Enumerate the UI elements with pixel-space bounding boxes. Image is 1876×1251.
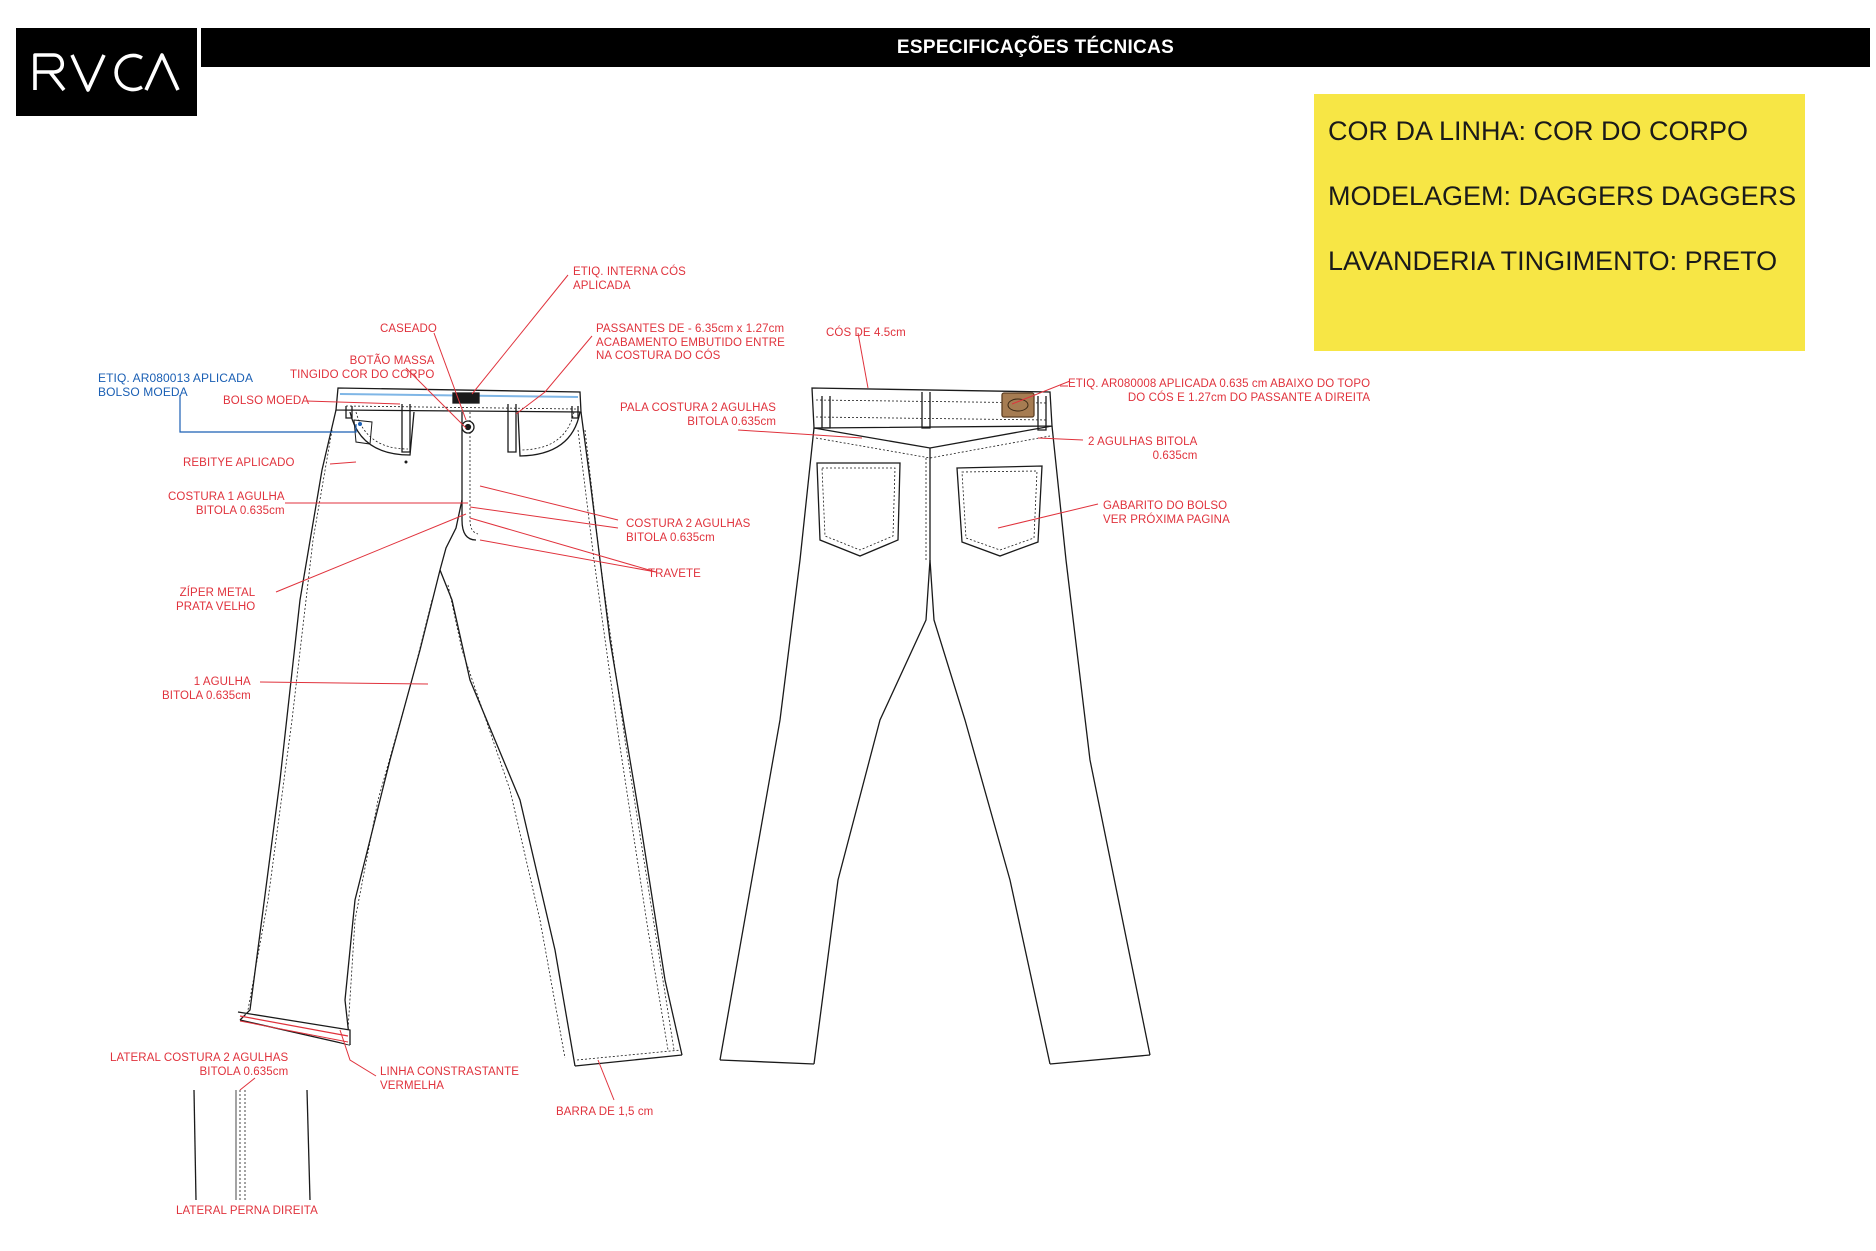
front-jeans-drawing bbox=[237, 387, 683, 1067]
label-barra: BARRA DE 1,5 cm bbox=[556, 1106, 654, 1118]
rvca-logo bbox=[16, 28, 197, 116]
label-cos: CÓS DE 4.5cm bbox=[826, 327, 906, 339]
rvca-logo-mark bbox=[32, 53, 180, 92]
spec-info-box: COR DA LINHA: COR DO CORPO MODELAGEM: DA… bbox=[1314, 94, 1805, 351]
label-rebitye: REBITYE APLICADO bbox=[183, 457, 295, 469]
side-leg-detail bbox=[193, 1089, 311, 1201]
label-etiq-ar080008: ETIQ. AR080008 APLICADA 0.635 cm ABAIXO … bbox=[1068, 378, 1371, 404]
annotation-leader-lines bbox=[239, 274, 1099, 1101]
back-jeans-drawing bbox=[719, 387, 1151, 1065]
blue-leader-line bbox=[179, 395, 357, 433]
label-travete: TRAVETE bbox=[648, 568, 701, 580]
label-caseado: CASEADO bbox=[380, 323, 437, 335]
label-bolso-moeda: BOLSO MOEDA bbox=[223, 395, 310, 407]
label-lateral-perna: LATERAL PERNA DIREITA bbox=[176, 1205, 318, 1217]
thread-color-line: COR DA LINHA: COR DO CORPO bbox=[1328, 116, 1749, 146]
fit-model-line: MODELAGEM: DAGGERS DAGGERS bbox=[1328, 181, 1797, 211]
page-title: ESPECIFICAÇÕES TÉCNICAS bbox=[201, 28, 1870, 67]
wash-dye-line: LAVANDERIA TINGIMENTO: PRETO bbox=[1328, 246, 1778, 276]
